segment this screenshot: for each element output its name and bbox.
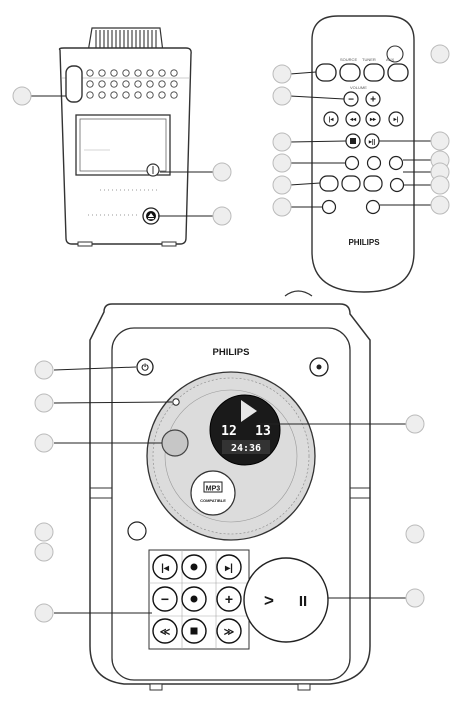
callouts-remote [289, 71, 432, 208]
remote-button-g[interactable] [389, 177, 405, 193]
side-slot [65, 65, 83, 103]
pause-icon: II [299, 593, 307, 610]
volume-up-button[interactable] [365, 91, 381, 107]
callout-marker [12, 86, 32, 106]
forward-button[interactable] [365, 111, 381, 127]
device-rear-view [58, 27, 192, 247]
battery-compartment [75, 114, 171, 176]
remote-power-button[interactable] [386, 45, 404, 63]
minus-icon: − [348, 95, 354, 106]
svg-text:TUNER: TUNER [362, 57, 376, 62]
power-button[interactable] [136, 358, 154, 376]
play-pause-dial[interactable] [243, 557, 329, 643]
indicator-led [172, 398, 180, 406]
mp3-sub: COMPATIBLE [200, 498, 226, 503]
remote-button-4[interactable] [387, 63, 409, 82]
minus-main-icon: − [161, 591, 169, 607]
remote-button-3[interactable] [363, 63, 385, 82]
skip-back-button[interactable] [323, 111, 339, 127]
svg-text:VOLUME: VOLUME [350, 85, 367, 90]
plus-button[interactable] [216, 586, 242, 612]
prev-button[interactable] [152, 554, 178, 580]
plus-main-icon: + [225, 591, 233, 607]
remote-button-c[interactable] [388, 155, 404, 171]
callouts-main [53, 366, 406, 614]
remote-button-f[interactable] [363, 175, 383, 192]
svg-text:▸|: ▸| [393, 117, 399, 123]
svg-text:▸▸: ▸▸ [369, 117, 377, 123]
play-arrow-icon [241, 400, 257, 422]
callouts-rear [30, 95, 218, 217]
next-icon: ▸| [224, 563, 233, 574]
remote-button-e[interactable] [341, 175, 361, 192]
mp3-logo: MP3 [206, 486, 221, 493]
remote-button-a[interactable] [344, 155, 360, 171]
mp3-badge [190, 470, 236, 516]
mode-button[interactable] [127, 521, 147, 541]
callout-markers-remote [272, 44, 450, 217]
remote-button-b[interactable] [366, 155, 382, 171]
remote-button-2[interactable] [339, 63, 361, 82]
dot-icon [190, 595, 198, 603]
minus-button[interactable] [152, 586, 178, 612]
lcd-total: 13 [255, 424, 271, 439]
fast-forward-button[interactable] [216, 618, 242, 644]
svg-text:|◂: |◂ [329, 117, 335, 123]
record-icon [190, 563, 198, 571]
remote-control: − + |◂ ◂◂ ▸▸ ▸| ▸|| [311, 15, 415, 293]
remote-button-h[interactable] [365, 199, 381, 215]
svg-text:AUX: AUX [386, 57, 395, 62]
back-button[interactable] [345, 111, 361, 127]
plus-icon: + [370, 95, 376, 106]
remote-brand: PHILIPS [348, 238, 380, 247]
callout-markers-main [34, 360, 425, 623]
power-icon: ⏻ [141, 363, 149, 373]
stop-icon [190, 627, 198, 635]
svg-text:SOURCE: SOURCE [340, 57, 357, 62]
prev-icon: |◂ [161, 563, 170, 574]
remote-button-d[interactable] [319, 175, 339, 192]
speaker-holes [86, 69, 178, 99]
remote-button-1[interactable] [315, 63, 337, 82]
play-icon: > [264, 591, 274, 610]
lcd-time: 24:36 [231, 443, 261, 454]
skip-forward-button[interactable] [388, 111, 404, 127]
svg-text:▸||: ▸|| [368, 140, 376, 146]
remote-button-i[interactable] [321, 199, 337, 215]
grille-ribs [95, 30, 157, 50]
main-unit: PHILIPS ⏻ 12 13 24:36 MP3 COMPATIBLE [89, 290, 371, 691]
callout-marker [212, 162, 232, 182]
lcd-track: 12 [221, 424, 237, 439]
fast-forward-icon: ≫ [224, 627, 234, 638]
next-button[interactable] [216, 554, 242, 580]
svg-text:◂◂: ◂◂ [349, 117, 357, 123]
rewind-icon: ≪ [160, 627, 170, 638]
remote-body [311, 15, 415, 293]
rewind-button[interactable] [152, 618, 178, 644]
callout-marker [212, 206, 232, 226]
main-brand: PHILIPS [213, 347, 250, 358]
ir-sensor [161, 429, 189, 457]
